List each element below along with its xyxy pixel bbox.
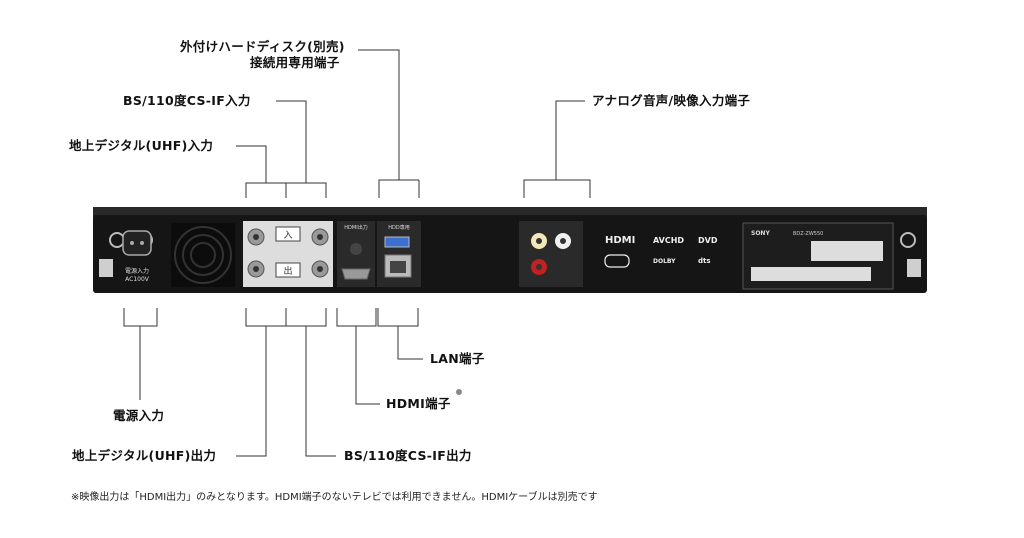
logo-area: HDMI AVCHD DVD DOLBY dts — [604, 235, 718, 268]
uhf-in-leader — [236, 145, 267, 183]
antenna-in-text: 入 — [283, 230, 292, 241]
dolby-logo: DOLBY — [653, 258, 676, 265]
recorder-rear-panel: 電源入力 AC100V 入 出 HDMI出力 HDD専用 — [93, 207, 927, 293]
model-text: BDZ-ZW550 — [793, 231, 823, 237]
label-hdd-line2: 接続用専用端子 — [250, 55, 340, 70]
hdmi-logo: HDMI — [605, 235, 635, 246]
rating-label: SONY BDZ-ZW550 — [742, 222, 894, 290]
lan-leader — [377, 308, 419, 327]
label-analog: アナログ音声/映像入力端子 — [592, 93, 751, 108]
usb-lan-panel: HDD専用 — [377, 221, 421, 287]
label-power: 電源入力 — [113, 408, 165, 423]
usb-port-label: HDD専用 — [388, 224, 409, 231]
right-foot — [907, 259, 921, 277]
wifi-logo — [604, 254, 630, 268]
bs-in-leader — [276, 100, 307, 183]
antenna-panel: 入 出 — [243, 221, 333, 287]
analog-rca-panel — [519, 221, 583, 287]
hdmi-dot-marker — [456, 389, 462, 395]
label-uhf-in: 地上デジタル(UHF)入力 — [69, 138, 214, 153]
hdmi-port-label: HDMI出力 — [344, 224, 367, 231]
label-uhf-out: 地上デジタル(UHF)出力 — [72, 448, 217, 463]
fan-grille — [171, 223, 235, 287]
uhf-out-leader — [245, 308, 287, 327]
analog-leader — [555, 100, 585, 180]
antenna-out-text: 出 — [283, 265, 292, 277]
usb-port — [384, 236, 410, 248]
power-leader — [123, 308, 158, 327]
power-text-2: AC100V — [125, 276, 150, 283]
dvd-logo: DVD — [698, 236, 718, 245]
footnote: ※映像出力は「HDMI出力」のみとなります。HDMI端子のないテレビでは利用でき… — [71, 492, 598, 503]
left-foot — [99, 259, 113, 277]
label-hdd-line1: 外付けハードディスク(別売) — [180, 39, 345, 54]
hdd-leader — [358, 49, 400, 198]
avchd-logo: AVCHD — [653, 236, 684, 245]
hdmi-port: HDMI出力 — [337, 221, 375, 287]
hdmi-leader — [336, 308, 377, 327]
power-text-1: 電源入力 — [125, 267, 149, 275]
sony-text: SONY — [751, 230, 770, 237]
dts-logo: dts — [698, 257, 711, 265]
label-bs-in: BS/110度CS-IF入力 — [123, 93, 251, 108]
label-lan: LAN端子 — [430, 351, 485, 366]
label-bs-out: BS/110度CS-IF出力 — [344, 448, 472, 463]
label-hdmi: HDMI端子 — [386, 396, 451, 411]
bs-out-leader — [286, 308, 327, 327]
power-inlet: 電源入力 AC100V — [109, 230, 153, 283]
